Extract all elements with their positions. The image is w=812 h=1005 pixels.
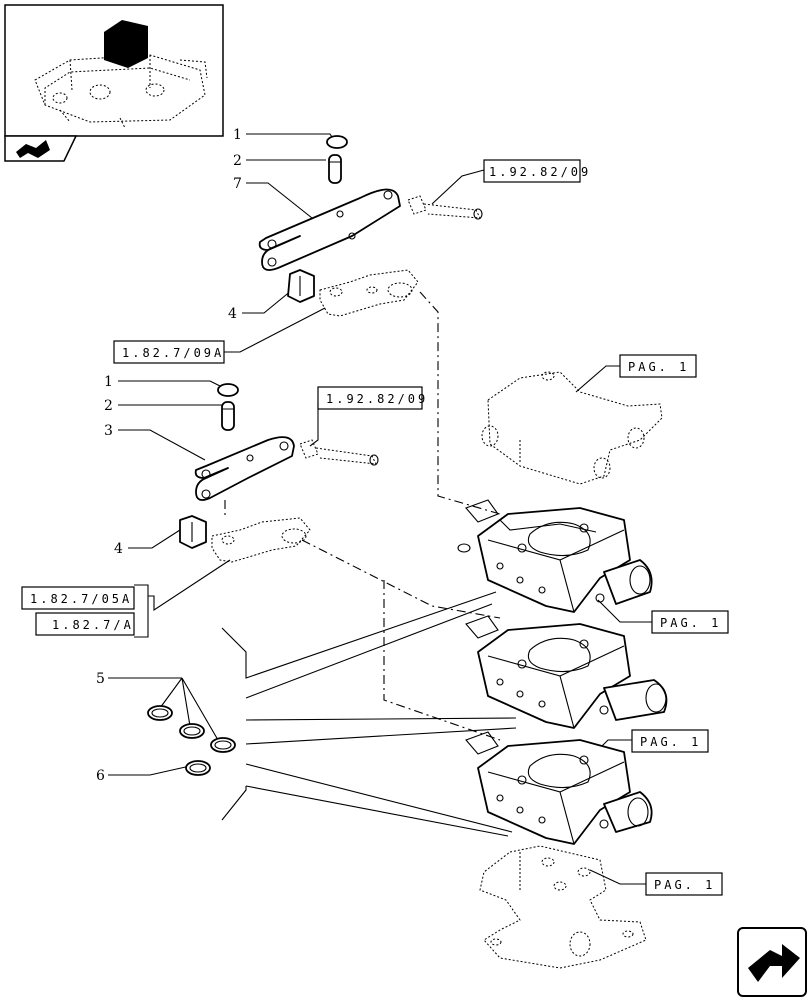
- callout-2: 2: [233, 153, 242, 169]
- reference-box-5[interactable]: 1.82.7/A: [35, 612, 135, 636]
- back-arrow-icon[interactable]: [4, 135, 78, 162]
- callout-numbers: 1 2 7 4 1 2 3 4 5 6: [96, 127, 242, 784]
- top-cover-dotted: [481, 371, 663, 485]
- base-housing-dotted: [479, 845, 647, 969]
- reference-box-4[interactable]: 1.82.7/05A: [21, 586, 135, 610]
- page-link-box-2[interactable]: PAG. 1: [651, 610, 729, 634]
- page-link-label: PAG. 1: [640, 735, 701, 749]
- reference-bracket: [134, 584, 149, 638]
- page-link-box-4[interactable]: PAG. 1: [645, 872, 723, 896]
- callout-5: 5: [96, 671, 105, 687]
- reference-label: 1.82.7/05A: [30, 592, 132, 606]
- bolt-upper: [407, 195, 483, 220]
- snap-ring-upper: [326, 135, 348, 149]
- callout-4-lower: 4: [114, 541, 123, 557]
- control-valve-section-1: [457, 499, 653, 613]
- callout-2-lower: 2: [104, 398, 113, 414]
- callout-leaders: [108, 133, 335, 776]
- bushing-block-lower: [179, 515, 207, 549]
- callout-3: 3: [104, 423, 113, 439]
- next-page-arrow-icon[interactable]: [737, 927, 807, 997]
- bolt-lower: [299, 439, 379, 466]
- reference-leaders: [148, 169, 652, 885]
- reference-box-1[interactable]: 1.92.82/09: [483, 159, 591, 183]
- seal-placement-lines: [221, 591, 517, 837]
- page-link-label: PAG. 1: [628, 360, 689, 374]
- reference-label: 1.82.7/A: [52, 618, 134, 632]
- page-link-box-3[interactable]: PAG. 1: [631, 729, 709, 753]
- callout-7: 7: [233, 176, 242, 192]
- o-ring-seals: [147, 705, 236, 776]
- page-link-box-1[interactable]: PAG. 1: [619, 354, 697, 378]
- reference-box-2[interactable]: 1.82.7/09A: [113, 340, 225, 364]
- pin-upper: [328, 154, 342, 184]
- support-bracket-upper: [319, 269, 419, 317]
- lever-arm-upper: [258, 188, 401, 271]
- pin-lower: [221, 401, 235, 431]
- alignment-lines: [224, 291, 501, 741]
- reference-label: 1.82.7/09A: [122, 346, 224, 360]
- callout-6: 6: [96, 768, 105, 784]
- lever-arm-lower: [194, 436, 295, 501]
- assembly-thumbnail-icon[interactable]: [4, 4, 224, 137]
- page-link-label: PAG. 1: [654, 878, 715, 892]
- reference-box-3[interactable]: 1.92.82/09: [317, 386, 428, 410]
- callout-1: 1: [233, 127, 242, 143]
- support-bracket-lower: [211, 517, 311, 563]
- bushing-block-upper: [287, 269, 315, 303]
- reference-label: 1.92.82/09: [326, 392, 428, 406]
- snap-ring-lower: [217, 383, 239, 397]
- control-valve-section-3: [465, 731, 653, 845]
- page-link-label: PAG. 1: [660, 616, 721, 630]
- callout-4: 4: [228, 306, 237, 322]
- control-valve-section-2: [465, 615, 668, 729]
- callout-1-lower: 1: [104, 374, 113, 390]
- reference-label: 1.92.82/09: [489, 165, 591, 179]
